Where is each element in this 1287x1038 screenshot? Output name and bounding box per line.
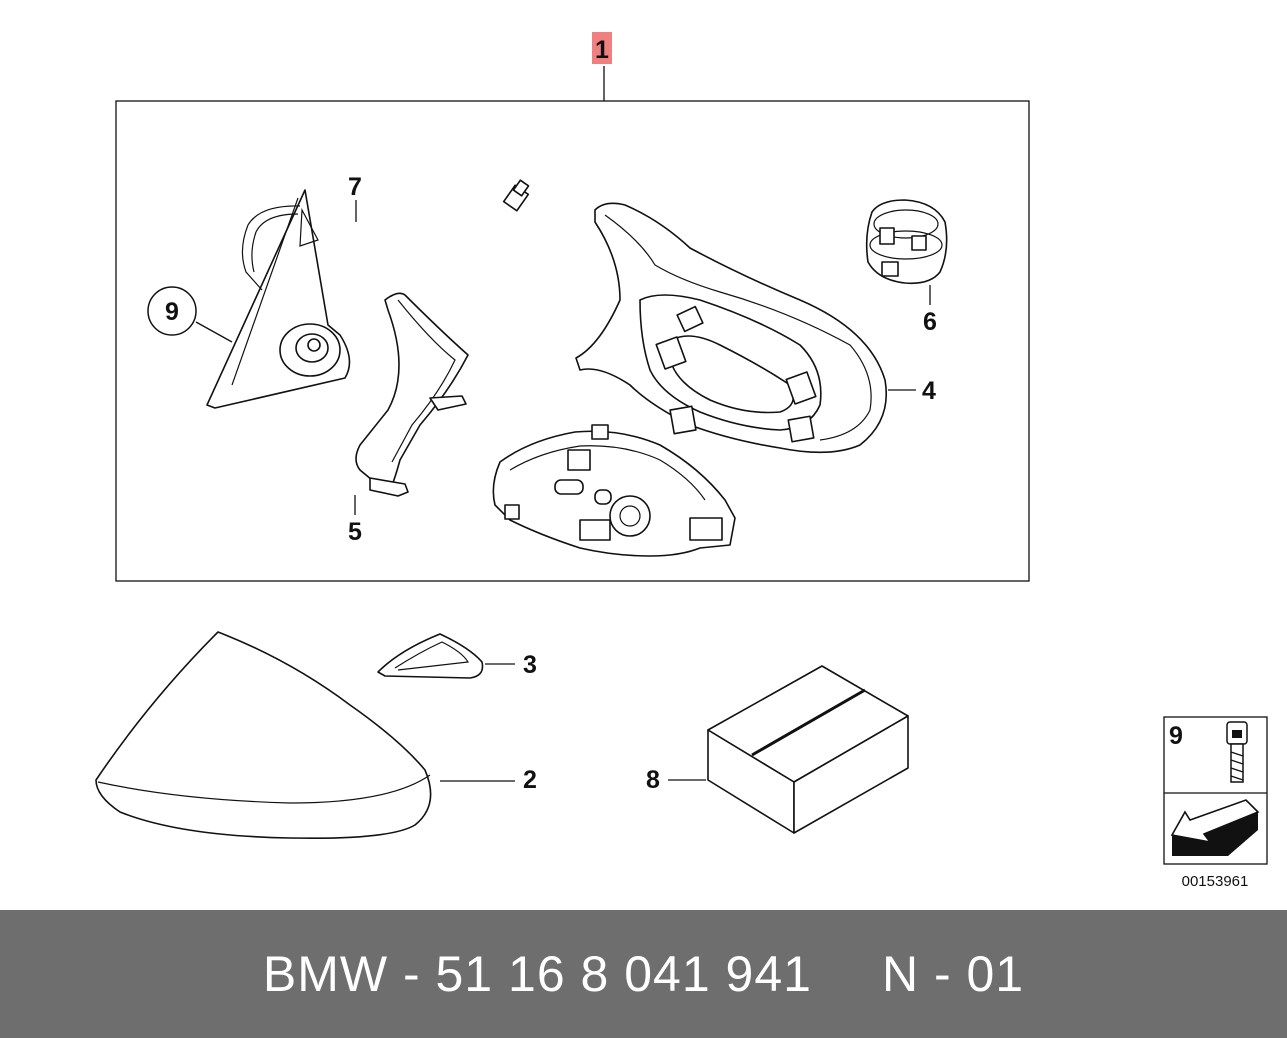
- parts-box[interactable]: [707, 665, 909, 834]
- arrow-icon: [1170, 799, 1260, 856]
- callout-1[interactable]: 1: [595, 36, 609, 64]
- mirror-carrier-base[interactable]: [492, 424, 736, 557]
- diagram-id: 00153961: [1182, 873, 1249, 890]
- callout-3[interactable]: 3: [523, 651, 537, 679]
- wiring-harness[interactable]: [317, 179, 530, 240]
- leader-9: [195, 321, 233, 343]
- triangle-trim-cover[interactable]: [377, 633, 484, 679]
- callout-2[interactable]: 2: [523, 766, 537, 794]
- assembly-frame: [115, 100, 1030, 582]
- callout-1-highlight: [592, 32, 612, 64]
- part-number-footer: BMW - 51 16 8 041 941 N - 01: [0, 910, 1287, 1038]
- callout-8[interactable]: 8: [646, 766, 660, 794]
- callout-9-badge[interactable]: 9: [147, 286, 197, 336]
- callout-4[interactable]: 4: [922, 377, 936, 405]
- part-number: BMW - 51 16 8 041 941: [262, 946, 812, 1002]
- svg-text:9: 9: [165, 298, 179, 326]
- screw-icon: [1226, 721, 1248, 783]
- screw-reference-box[interactable]: 9: [1163, 716, 1268, 865]
- callout-6[interactable]: 6: [923, 308, 937, 336]
- position-code: N - 01: [881, 946, 1025, 1002]
- trim-bracket[interactable]: [355, 292, 469, 497]
- mirror-cap-cover[interactable]: [95, 631, 432, 840]
- parts-diagram: 1 9 7 5: [95, 32, 1268, 890]
- callout-9-screw[interactable]: 9: [1169, 722, 1183, 750]
- mirror-motor[interactable]: [865, 199, 948, 285]
- mirror-base-plate[interactable]: [206, 189, 351, 409]
- mirror-housing-frame[interactable]: [575, 202, 887, 454]
- callout-7[interactable]: 7: [348, 173, 362, 201]
- callout-5[interactable]: 5: [348, 518, 362, 546]
